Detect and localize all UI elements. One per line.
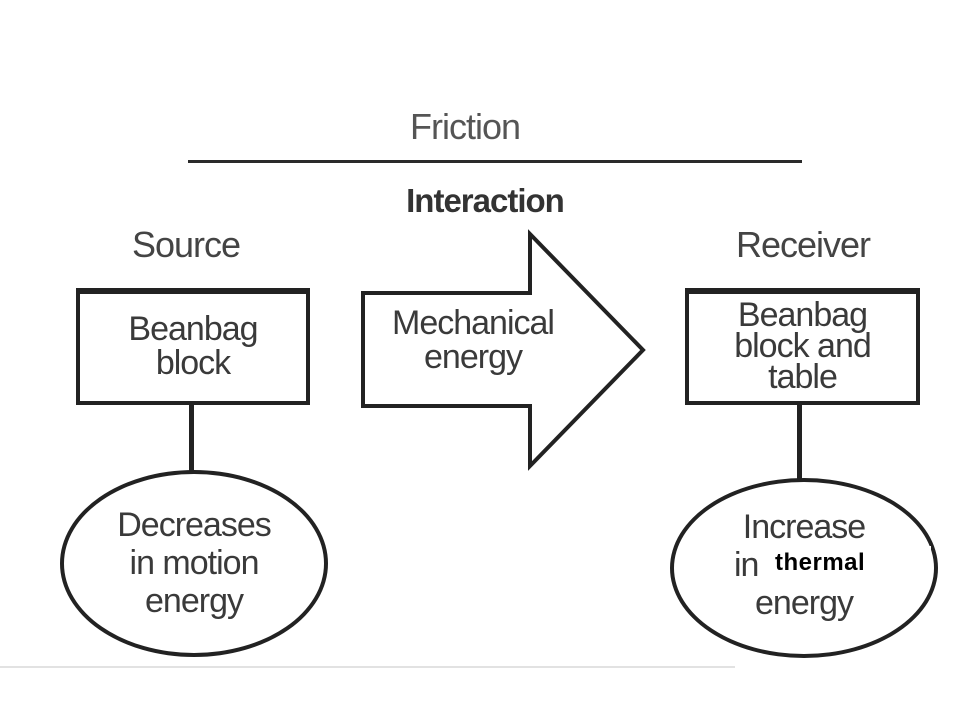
diagram-title: Friction — [409, 106, 521, 147]
receiver-box-line-3: table — [768, 358, 838, 396]
source-box-line-1: Beanbag — [128, 310, 258, 348]
receiver-box: Beanbag block and table — [685, 288, 920, 405]
source-box: Beanbag block — [76, 288, 310, 405]
receiver-box-line-2: block and — [734, 327, 872, 365]
receiver-label: Receiver — [736, 224, 871, 265]
transfer-arrow-outline — [361, 229, 646, 471]
transfer-line-2: energy — [424, 338, 523, 376]
diagram-subtitle: Interaction — [406, 182, 565, 219]
transfer-arrow — [361, 229, 646, 471]
transfer-label: Mechanical energy — [378, 306, 568, 374]
source-connector — [189, 405, 194, 475]
source-label: Source — [132, 224, 241, 265]
source-effect-line-2: in motion — [129, 544, 260, 582]
transfer-line-1: Mechanical — [392, 304, 555, 342]
receiver-effect-line-3: energy — [755, 584, 854, 622]
title-divider — [188, 160, 802, 163]
source-effect-line-1: Decreases — [117, 506, 272, 544]
source-effect-ellipse: Decreases in motion energy — [60, 470, 328, 657]
source-box-line-2: block — [155, 344, 231, 382]
thermal-overlay-label: thermal — [767, 546, 931, 580]
receiver-effect-ellipse: Increase in energy — [670, 478, 938, 658]
receiver-box-line-1: Beanbag — [737, 296, 868, 334]
receiver-effect-line-1: Increase — [742, 508, 866, 546]
receiver-connector — [797, 405, 802, 483]
bottom-divider — [0, 666, 735, 668]
receiver-effect-line-2: in — [734, 546, 759, 584]
source-effect-line-3: energy — [145, 582, 244, 620]
